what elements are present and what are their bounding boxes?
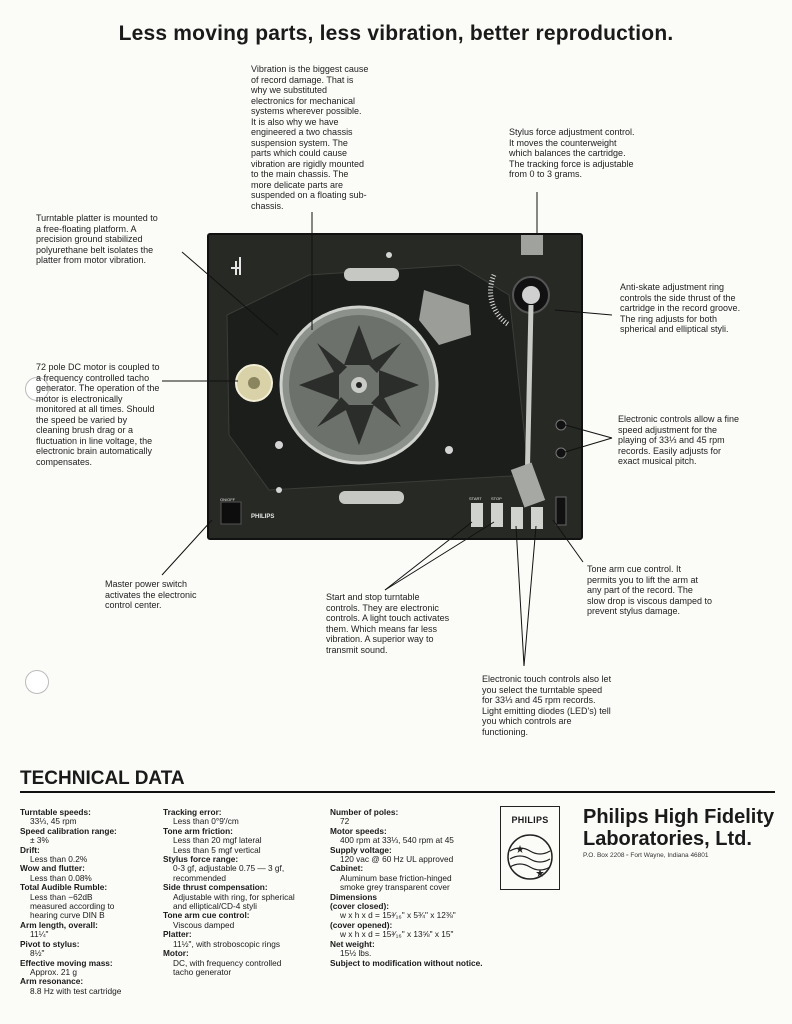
tech-value: 72 [340, 816, 350, 827]
tech-value: Less than 20 mgf lateral [173, 835, 262, 846]
tech-value: smoke grey transparent cover [340, 882, 450, 893]
tech-value: 120 vac @ 60 Hz UL approved [340, 854, 454, 865]
tech-value: Viscous damped [173, 919, 235, 930]
callout-anti-skate: Anti-skate adjustment ring controls the … [620, 282, 741, 334]
philips-logo: PHILIPS [500, 806, 560, 890]
tech-label: Cabinet: [330, 863, 364, 874]
tech-label: Supply voltage: [330, 844, 392, 855]
tech-value: Less than 0.2% [30, 854, 88, 865]
tech-label: Number of poles: [330, 807, 399, 817]
philips-shield-icon [507, 834, 553, 880]
tech-value: 11¼" [30, 929, 49, 940]
tech-value: measured according to [30, 901, 115, 912]
tech-value: 8½" [30, 948, 45, 959]
tech-label: Effective moving mass: [20, 957, 113, 968]
tech-value: DC, with frequency controlled [173, 957, 282, 968]
company-name: Philips High Fidelity Laboratories, Ltd. [583, 806, 774, 850]
tech-label: Pivot to stylus: [20, 938, 80, 949]
headline: Less moving parts, less vibration, bette… [118, 22, 674, 45]
tech-value: w x h x d = 15³⁄₁₆" x 5¾" x 12⅜" [340, 910, 456, 921]
tech-value: Aluminum base friction-hinged [340, 872, 452, 883]
callout-power-switch: Master power switch activates the electr… [105, 579, 197, 610]
tech-value: Less than 0°9'/cm [173, 816, 239, 827]
tech-label: Tone arm friction: [163, 825, 233, 836]
tech-label: Arm length, overall: [20, 919, 98, 930]
tech-label: Wow and flutter: [20, 863, 85, 874]
company-line-2: Laboratories, Ltd. [583, 828, 752, 850]
tech-label: Drift: [20, 844, 40, 855]
tech-value: 8.8 Hz with test cartridge [30, 985, 122, 996]
callout-vibration: Vibration is the biggest cause of record… [251, 64, 369, 211]
callout-start-stop: Start and stop turntable controls. They … [326, 592, 450, 655]
tech-rule [20, 791, 775, 793]
callout-electronic-controls: Electronic controls allow a fine speed a… [618, 414, 740, 466]
tech-label: Arm resonance: [20, 976, 84, 987]
tech-value: w x h x d = 15³⁄₁₆" x 13⅝" x 15" [340, 929, 454, 940]
callout-touch-controls: Electronic touch controls also let you s… [482, 674, 612, 737]
callout-motor: 72 pole DC motor is coupled to a frequen… [36, 362, 160, 467]
tech-label: Total Audible Rumble: [20, 882, 108, 893]
binder-hole-top [25, 377, 49, 401]
tech-value: ± 3% [30, 835, 49, 846]
company-address: P.O. Box 2208 ▫ Fort Wayne, Indiana 4680… [583, 852, 709, 859]
turntable-photo: PHILIPS ON/OFF START STOP [207, 233, 583, 540]
deck-power-label: ON/OFF [220, 497, 236, 502]
company-line-1: Philips High Fidelity [583, 806, 775, 828]
deck-start-label: START [469, 496, 482, 501]
tech-value: tacho generator [173, 966, 232, 977]
callout-platter: Turntable platter is mounted to a free-f… [36, 213, 158, 265]
tech-value: 0-3 gf, adjustable 0.75 — 3 gf, [173, 863, 285, 874]
tech-label: (cover closed): [330, 901, 390, 912]
tech-value: 33⅓, 45 rpm [30, 816, 77, 827]
tech-title: TECHNICAL DATA [20, 768, 185, 789]
tech-label: Motor speeds: [330, 825, 387, 836]
tech-label: Platter: [163, 929, 192, 940]
tech-label: Tracking error: [163, 807, 222, 817]
logo-word: PHILIPS [511, 815, 549, 825]
tech-label: Dimensions [330, 891, 378, 902]
callout-stylus-force: Stylus force adjustment control. It move… [509, 127, 635, 179]
tech-value: Adjustable with ring, for spherical [173, 891, 295, 902]
tech-label: Net weight: [330, 938, 375, 949]
tech-value: hearing curve DIN B [30, 910, 105, 921]
tech-value: 400 rpm at 33⅓, 540 rpm at 45 [340, 835, 454, 846]
tech-label: Stylus force range: [163, 854, 239, 865]
deck-stop-label: STOP [491, 496, 502, 501]
turntable-drawing [209, 235, 581, 538]
tech-label: Tone arm cue control: [163, 910, 250, 921]
tech-value: Less than −62dB [30, 891, 93, 902]
tech-label: Subject to modification without notice. [330, 957, 483, 968]
tech-value: Less than 5 mgf vertical [173, 844, 261, 855]
tech-label: Speed calibration range: [20, 825, 117, 836]
tech-value: Less than 0.08% [30, 872, 92, 883]
tech-value: recommended [173, 872, 227, 883]
tech-value: and elliptical/CD-4 styli [173, 901, 257, 912]
tech-label: Motor: [163, 948, 189, 959]
deck-brand-label: PHILIPS [251, 514, 275, 520]
tech-value: 15½ lbs. [340, 948, 372, 959]
tech-value: 11½", with stroboscopic rings [173, 938, 281, 949]
callout-cue: Tone arm cue control. It permits you to … [587, 564, 713, 616]
binder-hole-bottom [25, 670, 49, 694]
tech-value: Approx. 21 g [30, 966, 78, 977]
tech-label: Turntable speeds: [20, 807, 91, 817]
tech-label: (cover opened): [330, 919, 393, 930]
tech-label: Side thrust compensation: [163, 882, 268, 893]
